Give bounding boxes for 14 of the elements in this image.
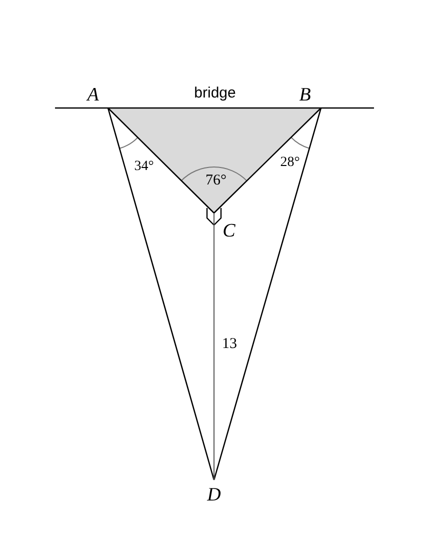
length-label: 13 xyxy=(222,336,237,352)
line-label: bridge xyxy=(194,86,236,100)
line-segment xyxy=(108,108,214,214)
angle-label: 76° xyxy=(206,174,226,188)
point-label: D xyxy=(207,486,221,504)
line-segment xyxy=(108,107,321,109)
angle-label: 34° xyxy=(134,160,154,174)
line-segment xyxy=(214,108,322,214)
line-segment xyxy=(107,108,215,480)
angle-label: 28° xyxy=(280,156,300,170)
point-label: C xyxy=(222,222,236,240)
point-label: B xyxy=(299,86,311,104)
point-label: A xyxy=(87,86,99,104)
line-segment xyxy=(213,108,322,480)
